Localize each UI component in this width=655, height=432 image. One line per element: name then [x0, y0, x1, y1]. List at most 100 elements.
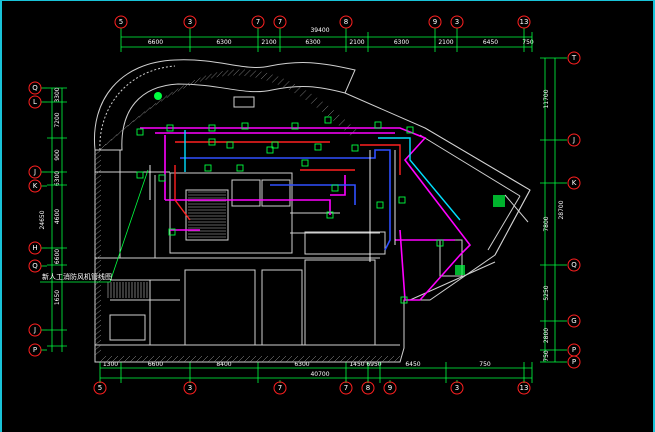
hatch-line [94, 319, 102, 326]
hatch-line [129, 355, 137, 363]
hatch-line [255, 71, 262, 78]
hatch-line [249, 70, 257, 77]
hatch-line [141, 355, 149, 363]
bottom-axis-marker-label: 9 [388, 384, 392, 392]
hatch-line [94, 254, 102, 261]
hatch-line [199, 75, 207, 82]
right-axis-marker-label: J [572, 136, 575, 144]
hatch-line [172, 88, 179, 95]
hatch-line [267, 355, 275, 363]
equipment-tag [326, 211, 334, 219]
fan-unit [493, 195, 505, 207]
hatch-line [201, 355, 209, 363]
hatch-line [111, 355, 119, 363]
top-total-dim: 39400 [310, 27, 329, 34]
top-axis-marker: 13 [517, 15, 531, 29]
magenta-duct-run [140, 127, 472, 301]
hatch-line [266, 74, 273, 81]
hatch-line [316, 101, 323, 108]
hatch-line [177, 85, 184, 92]
hatch-line [387, 355, 395, 363]
bottom-axis-marker: 3 [450, 381, 464, 395]
left-axis-marker-label: K [33, 182, 38, 190]
cyan-duct-run [184, 130, 461, 221]
hatch-line [94, 309, 102, 316]
top-axis-marker-label: 9 [433, 18, 437, 26]
right-dim-text: 7800 [543, 216, 550, 231]
hatch-line [288, 83, 296, 91]
hatch-line [261, 355, 269, 363]
stair-treads [107, 191, 226, 298]
hatch-line [127, 120, 134, 127]
fan-unit-2 [455, 265, 465, 275]
hatch-line [291, 355, 299, 363]
hatch-line [94, 169, 102, 176]
hatch-line [105, 139, 112, 146]
hatch-line [333, 114, 340, 121]
top-axis-marker: 7 [251, 15, 265, 29]
right-dim-text: 2800 [543, 328, 550, 343]
top-dim-text: 2100 [438, 39, 453, 46]
note-text: 新人工消防风机管线图 [42, 272, 112, 281]
right-axis-marker-label: T [571, 54, 577, 62]
hatch-line [216, 71, 223, 78]
top-axis-marker: 5 [114, 15, 128, 29]
top-dim-text: 750 [522, 39, 534, 46]
top-axis-marker: 9 [428, 15, 442, 29]
top-axis-marker: 8 [339, 15, 353, 29]
hatch-line [116, 129, 123, 136]
equipment-tag [158, 174, 166, 182]
left-dim-text: 4600 [54, 209, 61, 224]
hatch-line [94, 149, 102, 156]
left-axis-marker-label: L [33, 98, 37, 106]
hatch-line [207, 355, 215, 363]
equipment-tag [406, 126, 414, 134]
left-axis-marker-label: Q [32, 262, 38, 270]
equipment-tag [236, 164, 244, 172]
hatch-line [165, 355, 173, 363]
left-axis-marker-label: Q [32, 84, 38, 92]
hatch-line [260, 72, 268, 80]
hatch-line [244, 69, 251, 77]
hatch-line [310, 97, 318, 104]
right-axis-marker: T [567, 51, 581, 65]
building-walls [93, 59, 531, 363]
bottom-axis-marker: 9 [383, 381, 397, 395]
top-axis-marker-label: 3 [188, 18, 192, 26]
top-dimension-chain [121, 36, 532, 48]
bottom-axis-marker: 8 [361, 381, 375, 395]
hatch-line [94, 264, 102, 271]
top-axis-marker-label: 7 [256, 18, 260, 26]
hatch-line [183, 82, 190, 89]
hatch-line [309, 355, 317, 363]
hatch-line [305, 93, 312, 101]
bottom-axis-marker-label: 13 [520, 384, 529, 392]
hatch-line [94, 284, 102, 291]
top-axis-marker: 7 [273, 15, 287, 29]
right-axis-marker: K [567, 176, 581, 190]
hatch-line [94, 239, 102, 246]
hatch-line [393, 355, 401, 363]
hatch-line [123, 355, 131, 363]
hatch-line [273, 355, 281, 363]
left-axis-marker-label: J [33, 326, 36, 334]
hatch-line [195, 355, 203, 363]
hatch-line [99, 143, 107, 151]
equipment-tags [136, 116, 444, 304]
right-axis-marker-label: G [571, 317, 576, 325]
bottom-axis-marker-label: 3 [455, 384, 459, 392]
white-pipe-run [149, 150, 396, 262]
hatch-line [94, 224, 102, 231]
left-dim-text: 6300 [54, 171, 61, 186]
left-dimension-chain [51, 88, 63, 352]
hatch-line [213, 355, 221, 363]
top-axis-marker: 3 [450, 15, 464, 29]
hatch-line [94, 184, 102, 191]
equipment-tag [398, 196, 406, 204]
bottom-dim-text: 6450 [405, 361, 420, 368]
